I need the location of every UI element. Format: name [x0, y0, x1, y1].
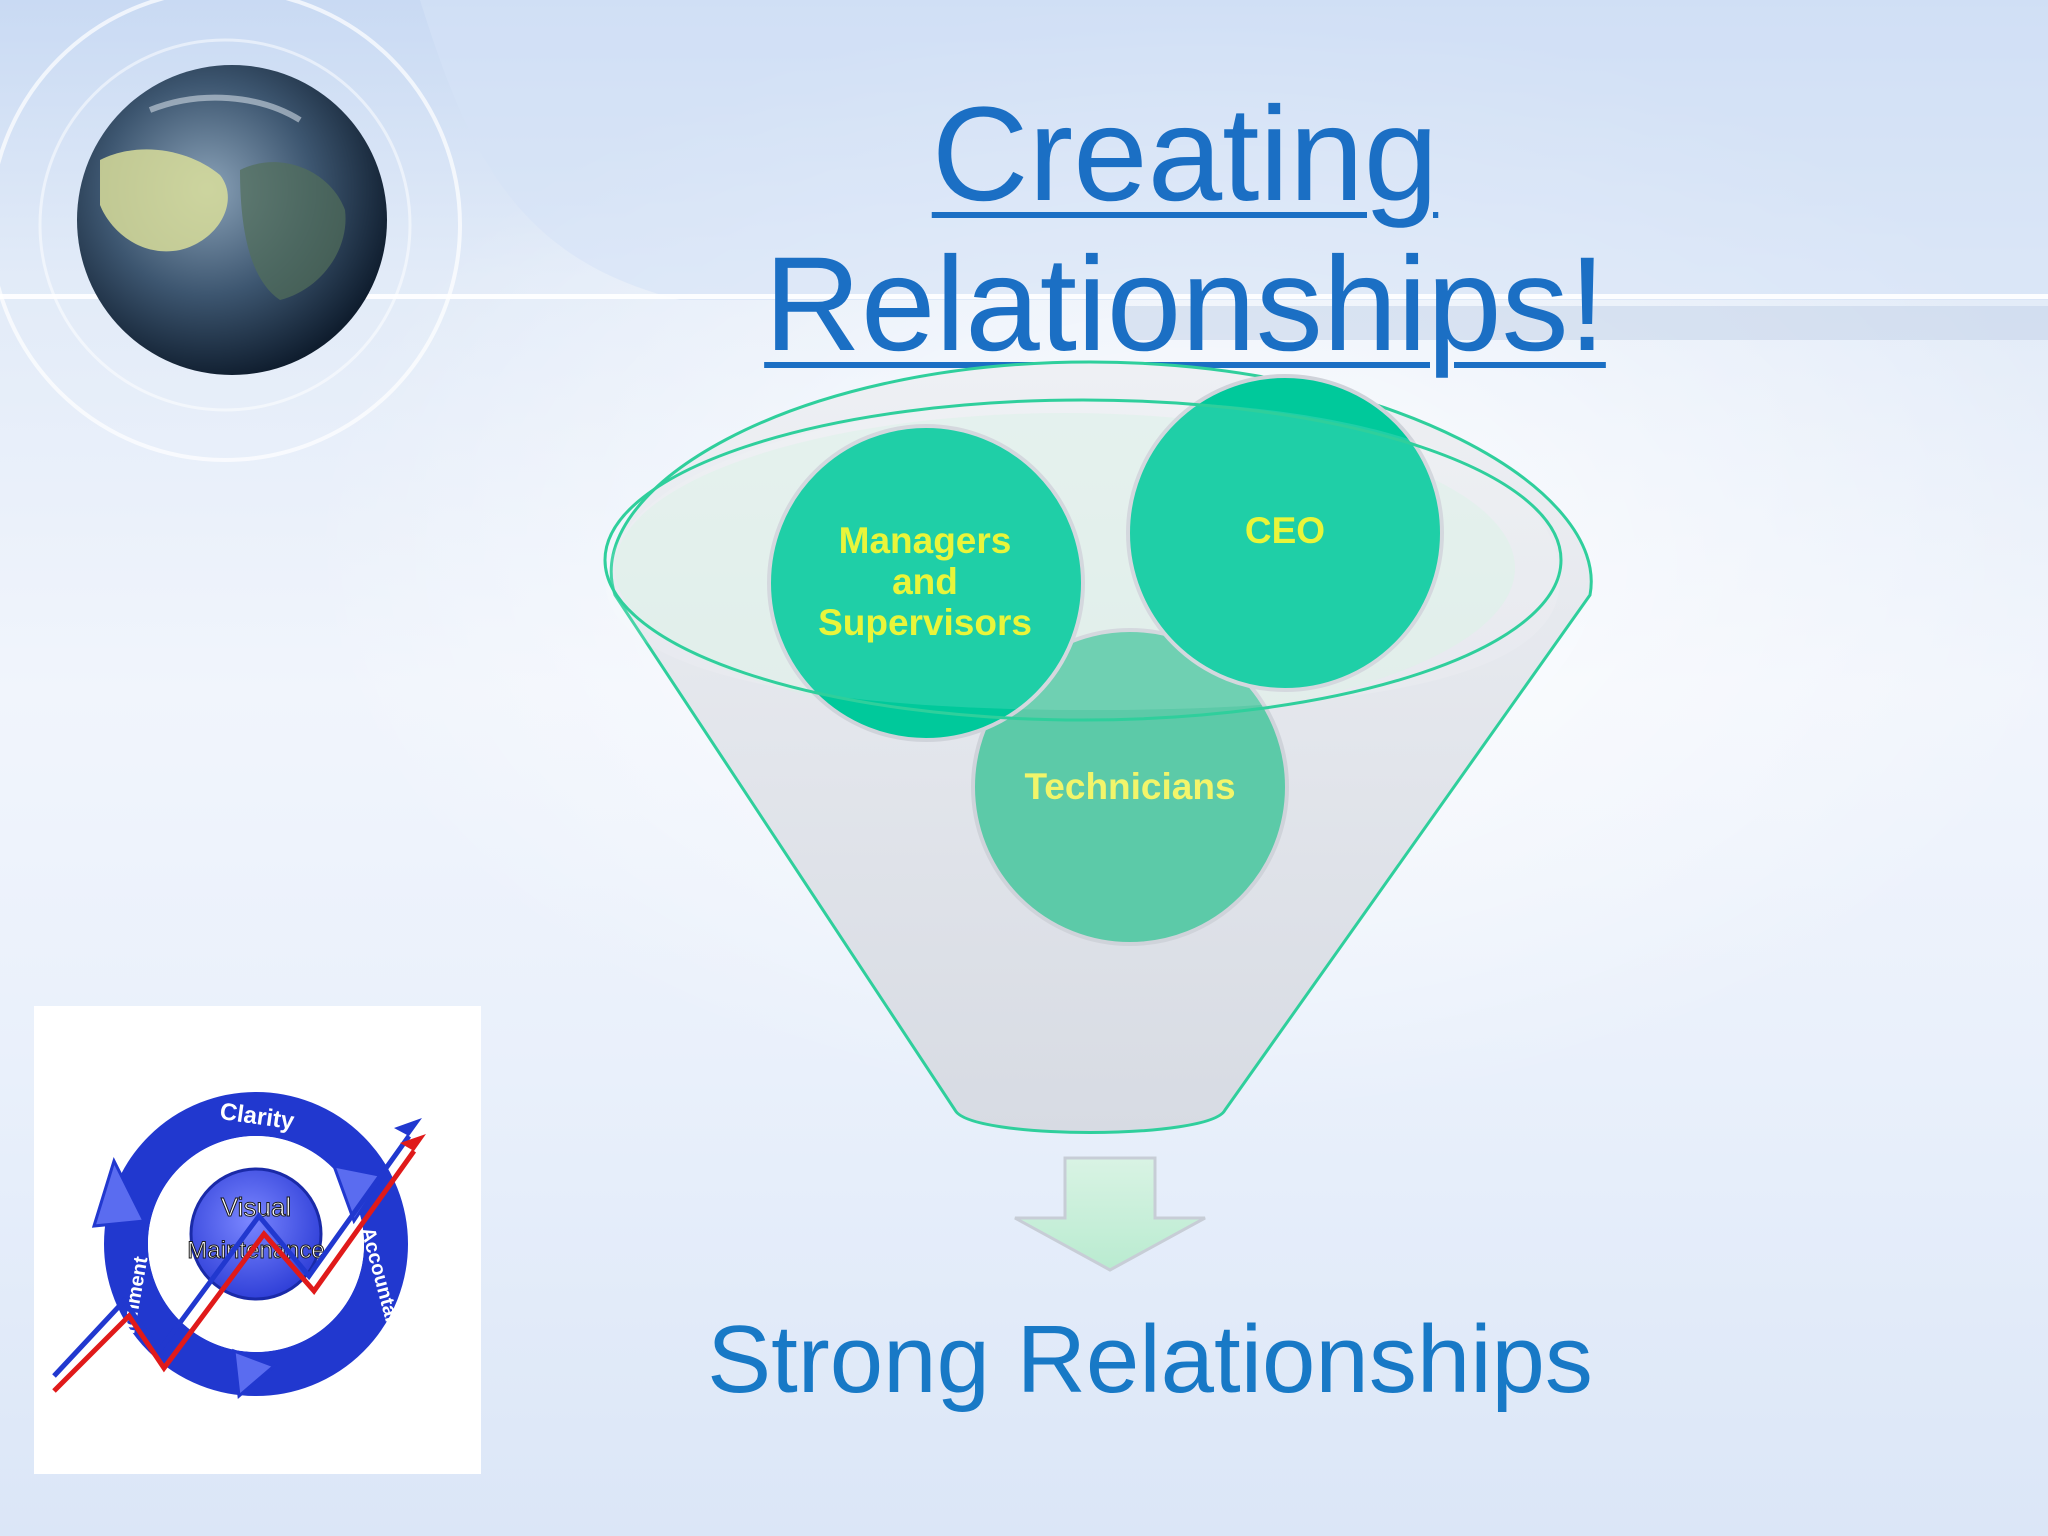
visual-maintenance-logo: Visual Maintenance Clarity Alignment Acc… [34, 1006, 481, 1474]
managers-label-line: Supervisors [818, 602, 1032, 643]
ceo-label: CEO [1145, 510, 1425, 551]
circle-ceo [1126, 374, 1444, 692]
dotted-band [1120, 306, 2048, 340]
circle-technicians [971, 628, 1289, 946]
slide-title[interactable]: Creating Relationships! [764, 80, 1606, 379]
globe-icon [77, 65, 387, 375]
result-text[interactable]: Strong Relationships [707, 1306, 1593, 1413]
ceo-label-line: CEO [1244, 510, 1326, 551]
funnel-rim-overlay [605, 400, 1560, 710]
technicians-label: Technicians [990, 766, 1270, 807]
funnel-rim [603, 398, 1563, 722]
managers-label: Managers and Supervisors [770, 520, 1080, 643]
managers-label-line: Managers [838, 520, 1012, 561]
technicians-label-line: Technicians [1024, 766, 1236, 807]
managers-label-line: and [892, 561, 958, 602]
slide-title-container: Creating Relationships! [530, 80, 1840, 379]
funnel-diagram [603, 360, 1593, 1272]
result-arrow [1014, 1156, 1206, 1272]
circle-managers [767, 424, 1085, 742]
